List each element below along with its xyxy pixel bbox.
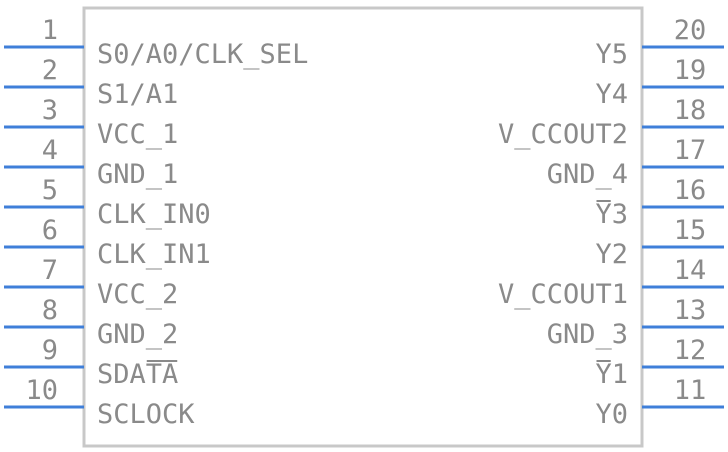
pin-label: Y2	[595, 239, 628, 270]
pin-number: 4	[42, 135, 58, 166]
pin-number: 13	[674, 295, 707, 326]
pin-number: 3	[42, 95, 58, 126]
pin-number: 14	[674, 255, 707, 286]
pin-1: 1S0/A0/CLK_SEL	[4, 15, 308, 70]
pin-label: Y1	[595, 359, 628, 390]
pin-number: 18	[674, 95, 707, 126]
pin-number: 20	[674, 15, 707, 46]
pin-label: GND_3	[547, 319, 628, 350]
pin-number: 12	[674, 335, 707, 366]
pin-label: S0/A0/CLK_SEL	[97, 39, 308, 70]
pins: 1S0/A0/CLK_SEL2S1/A13VCC_14GND_15CLK_IN0…	[4, 15, 724, 430]
pin-number: 16	[674, 175, 707, 206]
pin-label: CLK_IN0	[97, 199, 211, 230]
pin-number: 10	[25, 375, 58, 406]
pin-label: SDATA	[97, 359, 178, 390]
pin-number: 19	[674, 55, 707, 86]
pin-2: 2S1/A1	[4, 55, 178, 110]
pin-number: 2	[42, 55, 58, 86]
pin-label: V_CCOUT1	[498, 279, 628, 310]
pin-label: GND_1	[97, 159, 178, 190]
pin-number: 11	[674, 375, 707, 406]
pin-number: 8	[42, 295, 58, 326]
pin-14: 14V_CCOUT1	[498, 255, 724, 310]
pin-label: GND_2	[97, 319, 178, 350]
pin-number: 9	[42, 335, 58, 366]
pin-label: S1/A1	[97, 79, 178, 110]
pin-number: 17	[674, 135, 707, 166]
pin-label: Y4	[595, 79, 628, 110]
pin-label: GND_4	[547, 159, 628, 190]
pin-number: 15	[674, 215, 707, 246]
pin-label: VCC_2	[97, 279, 178, 310]
pin-label: VCC_1	[97, 119, 178, 150]
pin-label: SCLOCK	[97, 399, 195, 430]
pin-label: Y5	[595, 39, 628, 70]
pin-label: Y0	[595, 399, 628, 430]
ic-body	[82, 6, 644, 448]
pin-label: CLK_IN1	[97, 239, 211, 270]
pin-18: 18V_CCOUT2	[498, 95, 724, 150]
pin-number: 6	[42, 215, 58, 246]
pin-label: Y3	[595, 199, 628, 230]
pin-number: 1	[42, 15, 58, 46]
pin-number: 5	[42, 175, 58, 206]
pin-number: 7	[42, 255, 58, 286]
pin-label: V_CCOUT2	[498, 119, 628, 150]
